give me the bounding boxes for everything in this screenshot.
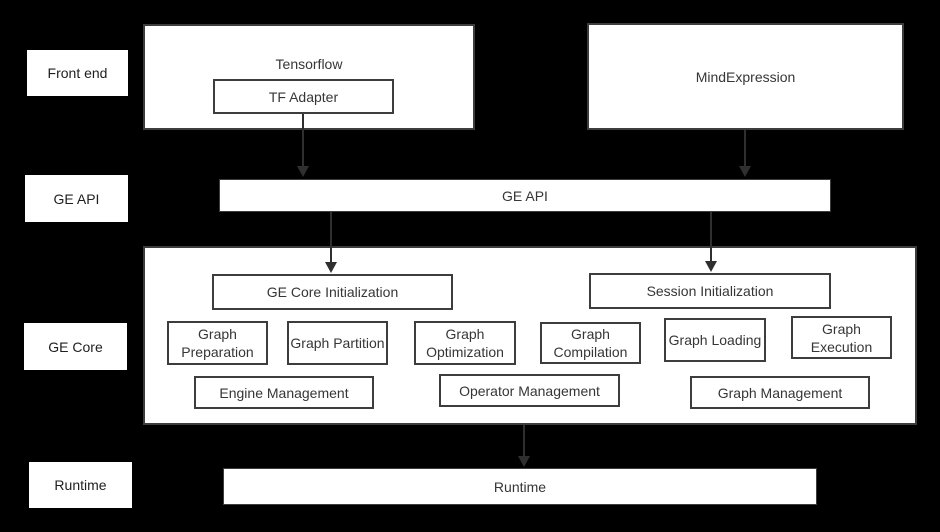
- arrow-mindexpression-to-ge-api: [739, 130, 751, 177]
- ge-core-initialization-label: GE Core Initialization: [266, 284, 399, 300]
- graph-optimization-label: Graph Optimization: [426, 326, 504, 360]
- engine-management-label: Engine Management: [219, 384, 349, 401]
- ge-api-bar-label: GE API: [502, 187, 548, 204]
- row-label-ge-api: GE API: [25, 175, 128, 222]
- graph-compilation-label: Graph Compilation: [553, 326, 628, 360]
- graph-optimization-box: Graph Optimization: [414, 321, 516, 365]
- ge-api-bar: GE API: [219, 179, 831, 212]
- row-label-ge-core: GE Core: [24, 323, 127, 370]
- graph-preparation-label: Graph Preparation: [181, 326, 254, 360]
- graph-execution-label: Graph Execution: [810, 320, 873, 355]
- row-label-ge-core-text: GE Core: [48, 338, 103, 355]
- tf-adapter-box: TF Adapter: [213, 79, 394, 114]
- graph-loading-label: Graph Loading: [668, 332, 762, 348]
- mindexpression-label: MindExpression: [695, 68, 796, 85]
- arrow-ge-api-to-ge-core-initialization: [325, 212, 337, 273]
- graph-partition-box: Graph Partition: [287, 321, 388, 365]
- runtime-bar: Runtime: [223, 468, 817, 505]
- row-label-front-end: Front end: [27, 50, 128, 96]
- graph-management-box: Graph Management: [690, 376, 870, 409]
- row-label-runtime: Runtime: [29, 462, 132, 508]
- arrow-ge-api-to-session-initialization: [705, 212, 717, 272]
- row-label-ge-api-text: GE API: [53, 190, 100, 207]
- tf-adapter-label: TF Adapter: [268, 88, 339, 105]
- row-label-front-end-text: Front end: [47, 65, 108, 81]
- graph-execution-box: Graph Execution: [791, 316, 892, 359]
- operator-management-box: Operator Management: [439, 374, 620, 407]
- session-initialization-box: Session Initialization: [589, 273, 831, 309]
- graph-preparation-box: Graph Preparation: [167, 321, 268, 365]
- graph-loading-box: Graph Loading: [664, 318, 766, 362]
- arrow-tf-adapter-to-ge-api: [297, 114, 309, 177]
- row-label-runtime-text: Runtime: [54, 477, 107, 493]
- operator-management-label: Operator Management: [459, 382, 600, 399]
- tensorflow-title: Tensorflow: [275, 56, 343, 72]
- arrow-ge-core-to-runtime: [518, 425, 530, 467]
- mindexpression-box: MindExpression: [587, 23, 904, 130]
- ge-core-box: GE Core Initialization Session Initializ…: [143, 246, 917, 425]
- runtime-bar-label: Runtime: [493, 478, 547, 495]
- graph-compilation-box: Graph Compilation: [540, 322, 641, 364]
- graph-partition-label: Graph Partition: [290, 335, 385, 351]
- engine-management-box: Engine Management: [194, 376, 374, 409]
- graph-management-label: Graph Management: [717, 384, 843, 401]
- session-initialization-label: Session Initialization: [646, 283, 774, 299]
- ge-core-initialization-box: GE Core Initialization: [212, 274, 453, 310]
- tensorflow-box: Tensorflow TF Adapter: [143, 24, 475, 130]
